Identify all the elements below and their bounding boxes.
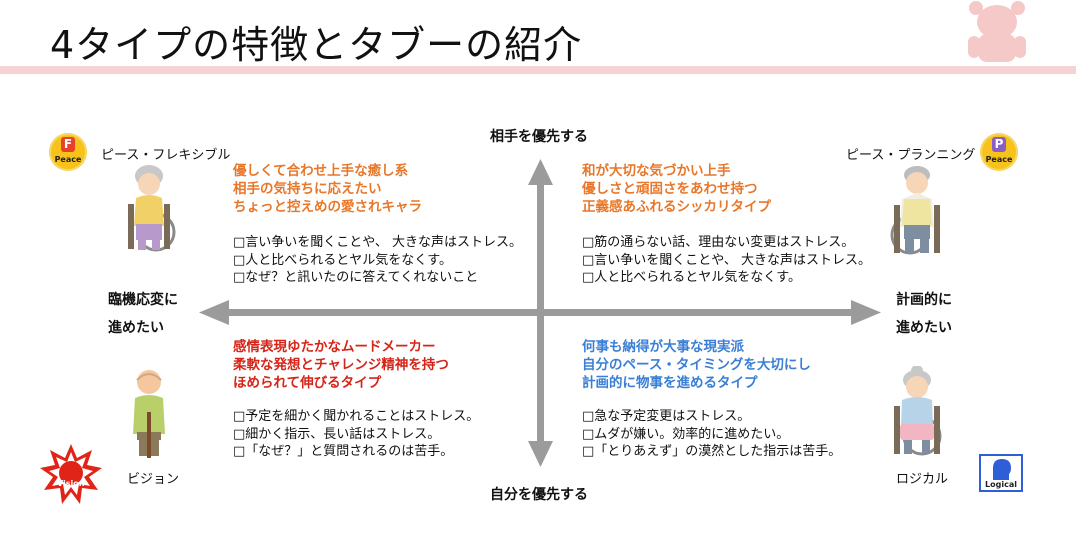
axis-bottom-label: 自分を優先する: [490, 487, 588, 503]
trait-line: ちょっと控えめの愛されキャラ: [233, 199, 422, 215]
logical-stress-list: □急な予定変更はストレス。 □ムダが嫌い。効率的に進めたい。 □「とりあえず」の…: [582, 408, 841, 461]
vision-badge-icon: [40, 444, 102, 504]
badge-letter-p: P: [992, 137, 1006, 152]
planning-traits: 和が大切な気づかい上手 優しさと頑固さをあわせ持つ 正義感あふれるシッカリタイプ: [582, 162, 771, 216]
type-name-flexible: ピース・フレキシブル: [101, 148, 231, 163]
page-title: 4タイプの特徴とタブーの紹介: [50, 23, 583, 67]
trait-line: 優しくて合わせ上手な癒し系: [233, 163, 409, 179]
trait-line: 柔軟な発想とチャレンジ精神を持つ: [233, 357, 449, 373]
type-name-vision: ビジョン: [127, 472, 180, 487]
axis-top-label: 相手を優先する: [490, 129, 588, 145]
elderly-woman-wheelchair-icon: [894, 366, 942, 456]
trait-line: 和が大切な気づかい上手: [582, 163, 731, 179]
badge-word: Peace: [985, 155, 1013, 164]
peace-planning-badge: P Peace: [980, 133, 1018, 171]
vision-badge-word: Vision: [57, 479, 85, 488]
badge-word: Peace: [54, 155, 82, 164]
trait-line: 何事も納得が大事な現実派: [582, 339, 744, 355]
trait-line: 感情表現ゆたかなムードメーカー: [233, 339, 436, 355]
stress-item: □言い争いを聞くことや、 大きな声はストレス。: [233, 235, 523, 250]
stress-item: □人と比べられるとヤル気をなくす。: [582, 270, 801, 285]
head-silhouette-icon: [993, 459, 1011, 480]
stress-item: □筋の通らない話、理由ない変更はストレス。: [582, 235, 855, 250]
stress-item: □なぜ？と訊いたのに答えてくれないこと: [233, 270, 479, 285]
trait-line: 相手の気持ちに応えたい: [233, 181, 382, 197]
cross-arrows-icon: [199, 159, 881, 467]
logical-badge: Logical: [979, 454, 1023, 492]
vision-stress-list: □予定を細かく聞かれることはストレス。 □細かく指示、長い話はストレス。 □「な…: [233, 408, 479, 461]
axis-left-label: 臨機応変に 進めたい: [108, 286, 178, 342]
trait-line: 優しさと頑固さをあわせ持つ: [582, 181, 758, 197]
badge-letter-f: F: [61, 137, 75, 152]
axis-right-line2: 進めたい: [896, 320, 952, 336]
elderly-woman-wheelchair-icon: [128, 165, 176, 252]
stress-item: □ムダが嫌い。効率的に進めたい。: [582, 426, 790, 442]
stress-item: □人と比べられるとヤル気をなくす。: [233, 252, 452, 268]
axis-left-line1: 臨機応変に: [108, 292, 178, 308]
trait-line: 正義感あふれるシッカリタイプ: [582, 199, 771, 215]
type-name-planning: ピース・プランニング: [846, 148, 976, 163]
flexible-stress-list: □言い争いを聞くことや、 大きな声はストレス。 □人と比べられるとヤル気をなくす…: [233, 234, 522, 287]
stress-item: □細かく指示、長い話はストレス。: [233, 426, 441, 442]
elderly-man-cane-icon: [133, 370, 165, 458]
stress-item: □言い争いを聞くことや、 大きな声はストレス。: [582, 252, 872, 268]
axis-left-line2: 進めたい: [108, 320, 164, 336]
planning-stress-list: □筋の通らない話、理由ない変更はストレス。 □言い争いを聞くことや、 大きな声は…: [582, 234, 871, 287]
stress-item: □予定を細かく聞かれることはストレス。: [233, 409, 480, 424]
elderly-man-wheelchair-icon: [890, 166, 940, 255]
logical-traits: 何事も納得が大事な現実派 自分のペース・タイミングを大切にし 計画的に物事を進め…: [582, 338, 811, 392]
trait-line: 計画的に物事を進めるタイプ: [582, 375, 758, 391]
title-divider: [0, 66, 1076, 74]
trait-line: 自分のペース・タイミングを大切にし: [582, 357, 811, 373]
axis-right-line1: 計画的に: [896, 292, 952, 308]
bear-mascot-icon: [968, 1, 1026, 62]
vision-traits: 感情表現ゆたかなムードメーカー 柔軟な発想とチャレンジ精神を持つ ほめられて伸び…: [233, 338, 449, 392]
trait-line: ほめられて伸びるタイプ: [233, 375, 382, 391]
type-name-logical: ロジカル: [896, 472, 949, 487]
flexible-traits: 優しくて合わせ上手な癒し系 相手の気持ちに応えたい ちょっと控えめの愛されキャラ: [233, 162, 422, 216]
axis-right-label: 計画的に 進めたい: [896, 286, 952, 342]
stress-item: □「なぜ？」と質問されるのは苦手。: [233, 444, 454, 459]
peace-flexible-badge: F Peace: [49, 133, 87, 171]
stress-item: □急な予定変更はストレス。: [582, 409, 751, 424]
logical-badge-word: Logical: [985, 480, 1017, 489]
stress-item: □「とりあえず」の漠然とした指示は苦手。: [582, 444, 842, 459]
